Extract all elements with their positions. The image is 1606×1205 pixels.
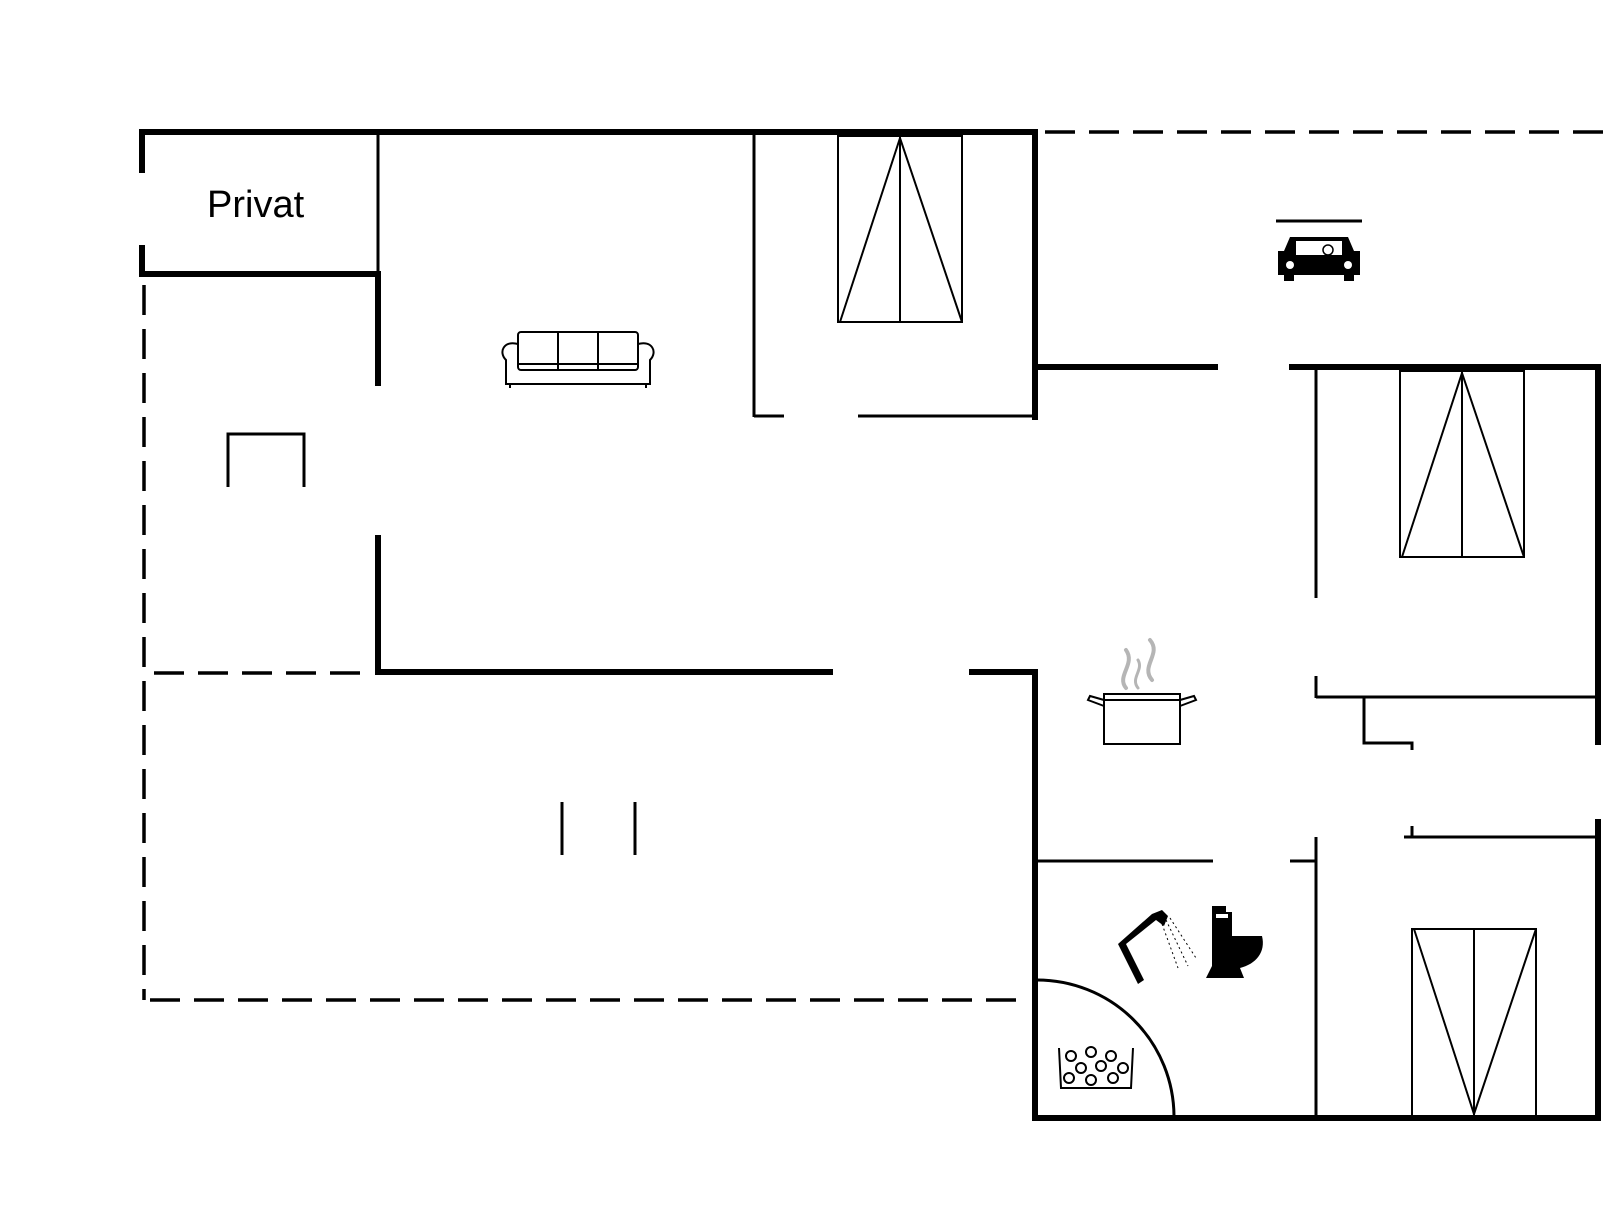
cooking-pot-icon xyxy=(1086,638,1198,745)
dashed-boundaries xyxy=(142,130,1606,1002)
bathroom-door-swing xyxy=(1036,978,1176,1117)
car-icon xyxy=(1276,219,1362,281)
chair-marks xyxy=(560,802,637,855)
wall-hall-closet xyxy=(1362,698,1414,750)
bed-icon xyxy=(1411,928,1537,1118)
sofa-icon xyxy=(501,331,655,388)
table-icon xyxy=(226,432,306,487)
walls xyxy=(139,129,1601,1121)
room-label-privat: Privat xyxy=(207,184,305,226)
shower-icon xyxy=(1118,910,1197,984)
bed-icon xyxy=(1399,369,1525,558)
sauna-stones-icon xyxy=(1058,1046,1134,1089)
bed-icon xyxy=(837,134,963,323)
toilet-icon xyxy=(1206,906,1263,978)
